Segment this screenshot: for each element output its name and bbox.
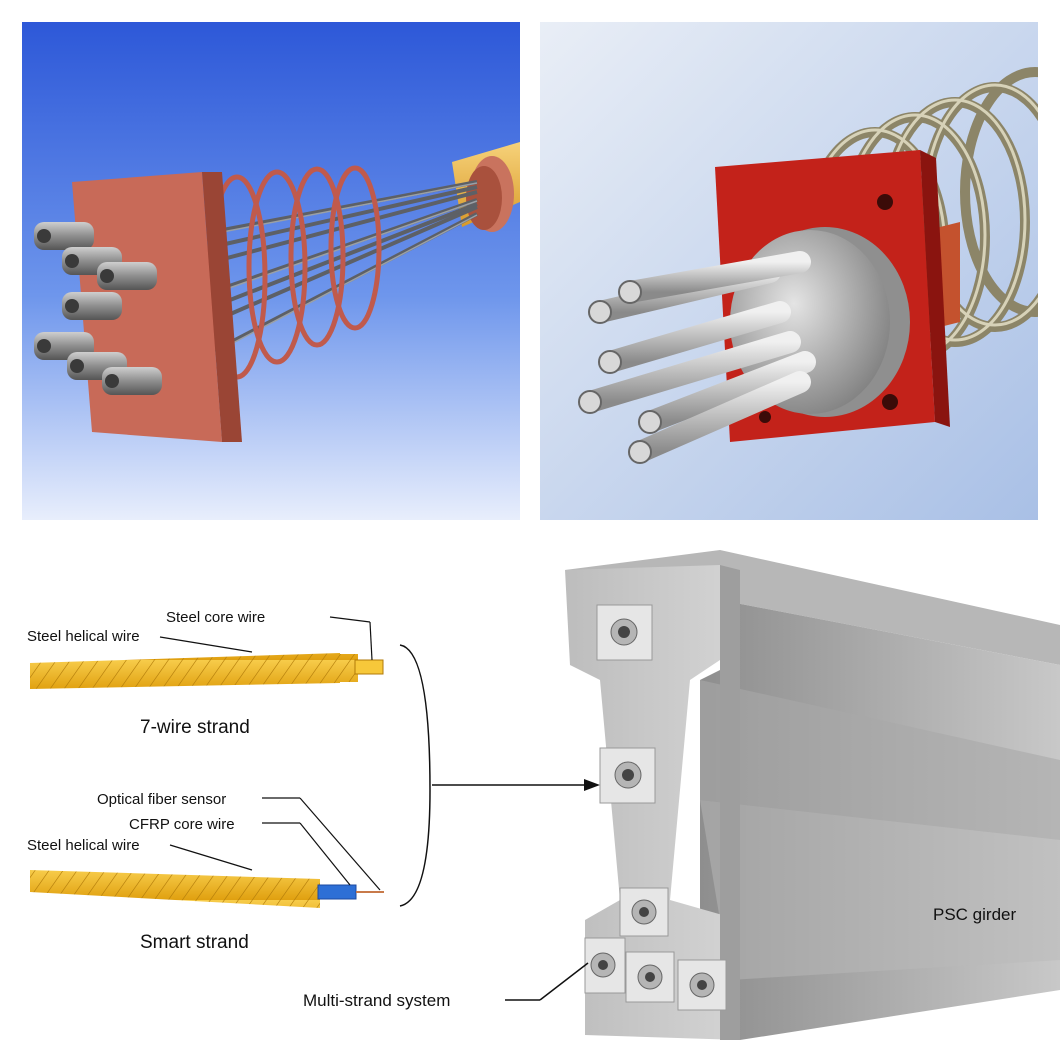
label-steel-helical-wire: Steel helical wire	[27, 628, 140, 645]
label-multi-strand-system: Multi-strand system	[303, 991, 450, 1010]
label-steel-core-wire: Steel core wire	[166, 609, 265, 626]
psc-girder	[565, 550, 1060, 1040]
label-optical-fiber-sensor: Optical fiber sensor	[97, 791, 226, 808]
smart-strand	[30, 870, 384, 908]
caption-7-wire-strand: 7-wire strand	[140, 717, 250, 738]
anchorage-photo-right	[540, 22, 1038, 520]
label-cfrp-core-wire: CFRP core wire	[129, 816, 235, 833]
anchor-blocks	[584, 604, 727, 1011]
anchorage-photo-left	[22, 22, 520, 520]
bracket	[399, 644, 431, 907]
seven-wire-strand	[30, 653, 384, 689]
arrow-head	[584, 779, 600, 791]
label-steel-helical-wire-smart: Steel helical wire	[27, 837, 140, 854]
label-psc-girder: PSC girder	[933, 905, 1016, 924]
strand-diagram: Steel core wire Steel helical wire 7-wir…	[0, 540, 1060, 1060]
caption-smart-strand: Smart strand	[140, 932, 249, 953]
